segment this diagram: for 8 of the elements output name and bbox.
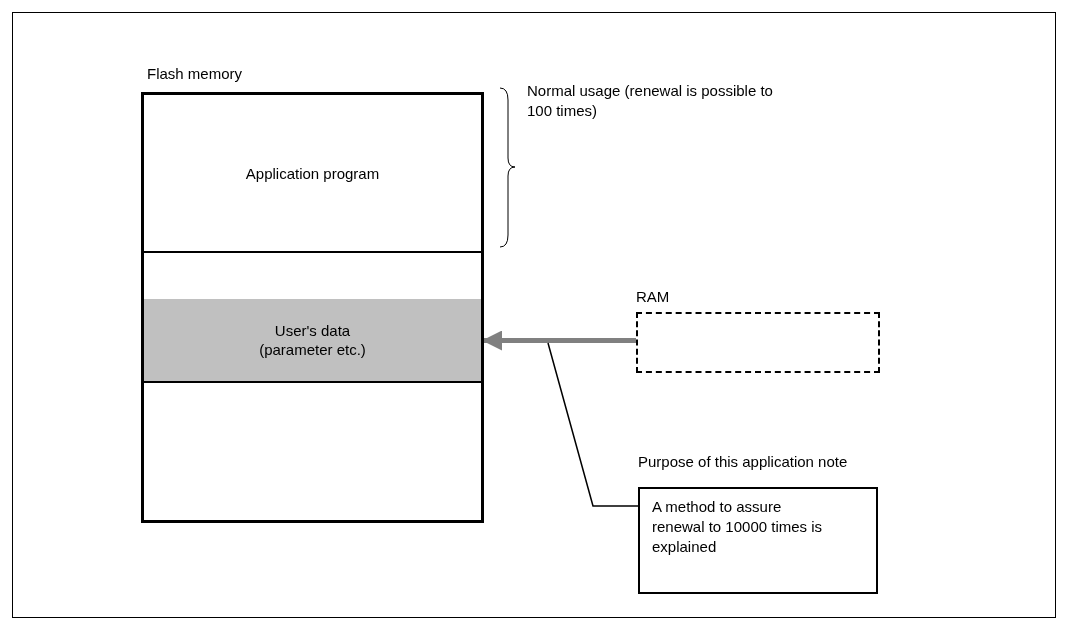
arrow (482, 330, 636, 351)
leader-line (547, 342, 639, 507)
heading-text: Flash memory (147, 65, 243, 82)
data-region: User's data (parameter etc.) (144, 299, 481, 382)
heading-text: RAM (636, 288, 670, 305)
heading-text: Purpose of this application note (638, 453, 848, 470)
annotation-text: Normal usage (renewal is possible to 100 times) (527, 81, 774, 121)
note-panel: A method to assure renewal to 10000 times is explained (638, 487, 878, 594)
